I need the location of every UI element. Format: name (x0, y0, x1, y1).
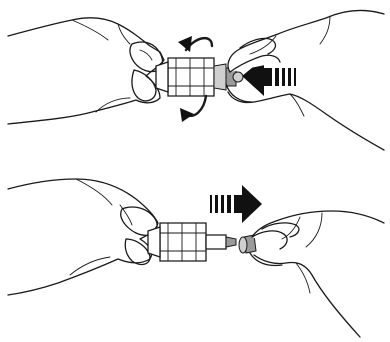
cap-icon (213, 63, 244, 91)
push-arrow-icon (242, 58, 296, 96)
rotate-arrow-icon (178, 36, 214, 122)
device-body-icon (147, 222, 207, 262)
pull-arrow-icon (210, 185, 262, 223)
device-body-icon (155, 57, 215, 97)
right-hand-icon (249, 210, 385, 338)
right-hand-icon (225, 9, 385, 151)
step-illustration-top (7, 9, 385, 151)
step-panel-pull-cap (0, 165, 390, 342)
left-hand-icon (7, 17, 165, 125)
step-panel-twist-and-push (0, 0, 390, 165)
step-illustration-bottom (7, 178, 385, 338)
cap-icon (238, 234, 257, 254)
left-hand-icon (7, 178, 159, 296)
tip-icon (205, 234, 237, 250)
